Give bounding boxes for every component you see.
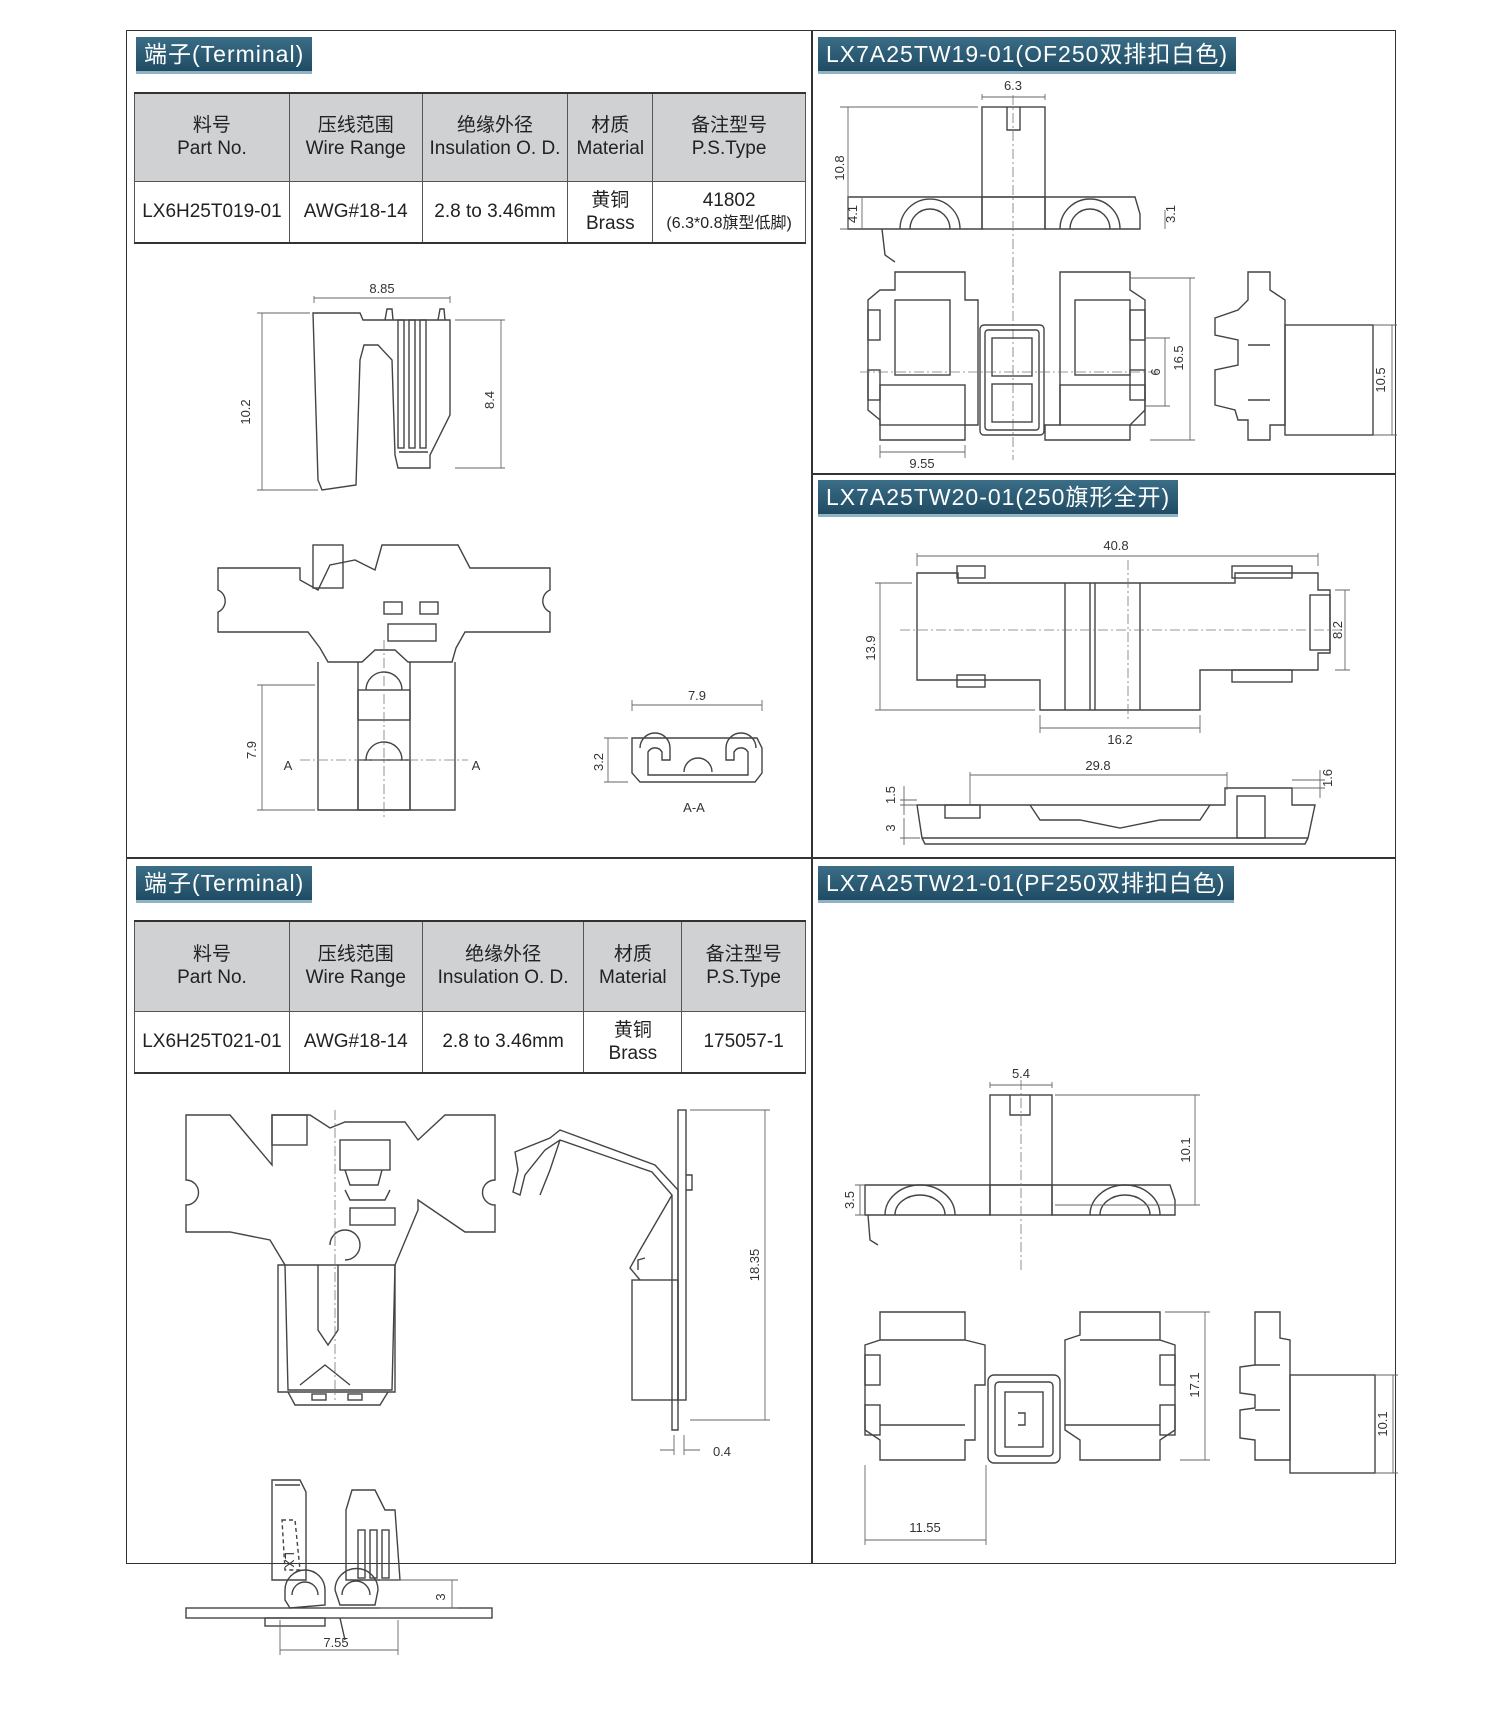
cell-ps-type: 41802(6.3*0.8旗型低脚) — [652, 180, 806, 244]
dim-4.1: 4.1 — [845, 205, 860, 223]
dim-10.8: 10.8 — [832, 155, 847, 180]
terminal-2-side-view: 18.35 0.4 — [512, 1109, 770, 1459]
dim-6.3: 6.3 — [1004, 78, 1022, 93]
section5-title: LX7A25TW21-01(PF250双排扣白色) — [818, 866, 1234, 903]
dim-1.5: 1.5 — [883, 786, 898, 804]
dim-10.2: 10.2 — [238, 399, 253, 424]
dim-7.55: 7.55 — [323, 1635, 348, 1650]
right-upper-divider — [811, 473, 1396, 475]
dim-18.35: 18.35 — [747, 1249, 762, 1282]
dim-3.5: 3.5 — [842, 1191, 857, 1209]
housing-19-front-view: 9.55 16.5 6 — [860, 271, 1195, 471]
housing-21-front-view: 17.1 11.55 — [864, 1311, 1210, 1545]
dim-10.1: 10.1 — [1375, 1411, 1390, 1436]
terminal-1-side-view: 8.85 10.2 8.4 — [238, 281, 505, 491]
right-lower-divider — [811, 857, 1396, 859]
cell-wire-range: AWG#18-14 — [288, 1010, 423, 1074]
vertical-divider — [811, 30, 813, 1564]
dim-8.2: 8.2 — [1330, 621, 1345, 639]
housing-19-side-view: 10.5 — [1214, 271, 1397, 441]
housing-20-side-view: 29.8 1.5 3 1.6 — [883, 758, 1335, 845]
dim-10.5: 10.5 — [1373, 367, 1388, 392]
dim-1.6: 1.6 — [1320, 769, 1335, 787]
dim-16.2: 16.2 — [1107, 732, 1132, 747]
cell-wire-range: AWG#18-14 — [288, 180, 423, 244]
dim-13.9: 13.9 — [863, 635, 878, 660]
cell-insulation: 2.8 to 3.46mm — [421, 1010, 585, 1074]
cell-part-no: LX6H25T021-01 — [134, 1010, 290, 1074]
housing-21-side-view: 10.1 — [1239, 1311, 1398, 1474]
mark-lx: LX — [282, 1552, 297, 1568]
cell-part-no: LX6H25T019-01 — [134, 180, 290, 244]
dim-9.55: 9.55 — [909, 456, 934, 471]
terminal-1-top-view: 7.9 A A — [217, 544, 551, 820]
dim-11.55: 11.55 — [909, 1520, 941, 1535]
dim-8.4: 8.4 — [482, 391, 497, 409]
dim-40.8: 40.8 — [1103, 538, 1128, 553]
terminal-2-end-view: 3 7.55 LX — [185, 1479, 493, 1655]
dim-16.5: 16.5 — [1171, 345, 1186, 370]
section3-title: LX7A25TW20-01(250旗形全开) — [818, 480, 1179, 517]
cell-ps-type: 175057-1 — [681, 1010, 806, 1074]
cell-insulation: 2.8 to 3.46mm — [421, 180, 569, 244]
section-mark-a-right: A — [472, 758, 481, 773]
terminal-2-top-view — [185, 1110, 496, 1406]
section1-title: 端子(Terminal) — [136, 37, 313, 74]
section-mark-a-left: A — [284, 758, 293, 773]
dim-6: 6 — [1148, 368, 1163, 375]
table-row: LX6H25T019-01 AWG#18-14 2.8 to 3.46mm 黄铜… — [134, 180, 806, 244]
left-horizontal-divider — [126, 857, 812, 859]
drawing-sheet — [126, 30, 1396, 1564]
dim-10.1: 10.1 — [1178, 1137, 1193, 1162]
section4-title: 端子(Terminal) — [136, 866, 313, 903]
dim-5.4: 5.4 — [1012, 1066, 1030, 1081]
dim-3.2: 3.2 — [591, 753, 606, 771]
dim-3.1: 3.1 — [1163, 205, 1178, 223]
housing-21-top-view: 5.4 10.1 3.5 — [842, 1066, 1200, 1270]
dim-7.9: 7.9 — [244, 741, 259, 759]
dim-7.9: 7.9 — [688, 688, 706, 703]
dim-17.1: 17.1 — [1187, 1372, 1202, 1397]
dim-3: 3 — [883, 824, 898, 831]
dim-0.4: 0.4 — [713, 1444, 731, 1459]
housing-20-top-view: 40.8 13.9 8.2 16.2 — [863, 538, 1350, 747]
dim-8.85: 8.85 — [369, 281, 394, 296]
housing-19-top-view: 6.3 10.8 4.1 3.1 — [832, 78, 1178, 460]
section-label: A-A — [683, 800, 705, 815]
section2-title: LX7A25TW19-01(OF250双排扣白色) — [818, 37, 1237, 74]
dim-3: 3 — [433, 1593, 448, 1600]
terminal-1-section-view: 7.9 3.2 A-A — [591, 688, 763, 815]
table-row: LX6H25T021-01 AWG#18-14 2.8 to 3.46mm 黄铜… — [134, 1010, 806, 1074]
dim-29.8: 29.8 — [1085, 758, 1110, 773]
